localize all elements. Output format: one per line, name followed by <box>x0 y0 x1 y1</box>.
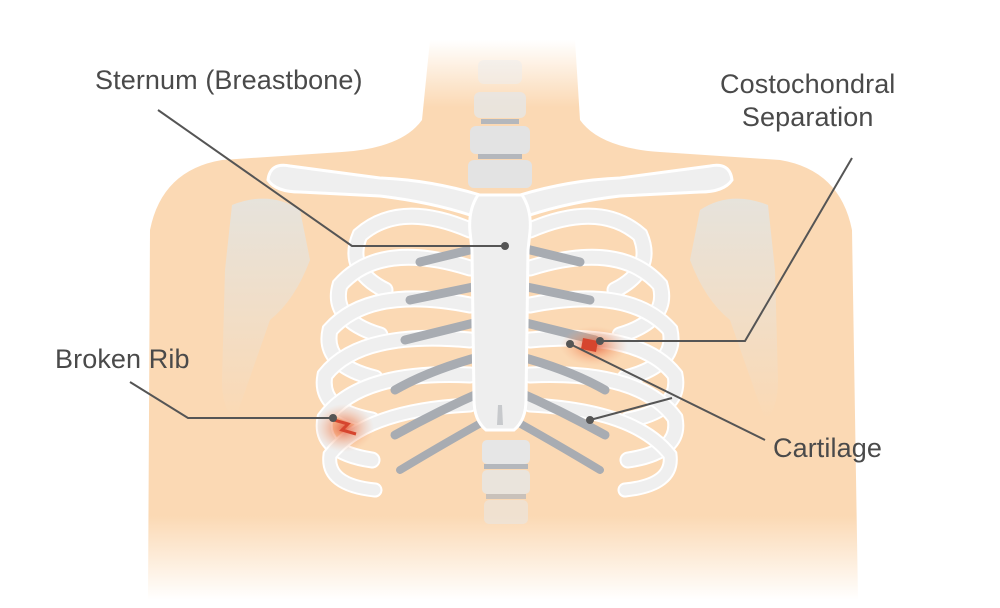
costochondral-label-line1: Costochondral <box>720 68 895 101</box>
cartilage-label: Cartilage <box>773 432 882 465</box>
sternum-leader-dot <box>501 242 509 250</box>
lower-spine <box>482 440 530 524</box>
broken-rib-label: Broken Rib <box>55 343 190 376</box>
broken-rib-leader-dot <box>329 414 337 422</box>
costochondral-separation-label: Costochondral Separation <box>720 68 895 134</box>
cartilage-leader-lower-dot <box>586 416 594 424</box>
costochondral-label-line2: Separation <box>720 101 895 134</box>
cartilage-leader-upper-dot <box>566 340 574 348</box>
sternum-label: Sternum (Breastbone) <box>95 64 363 97</box>
sternum <box>470 195 531 430</box>
costochondral-leader-dot <box>596 337 604 345</box>
